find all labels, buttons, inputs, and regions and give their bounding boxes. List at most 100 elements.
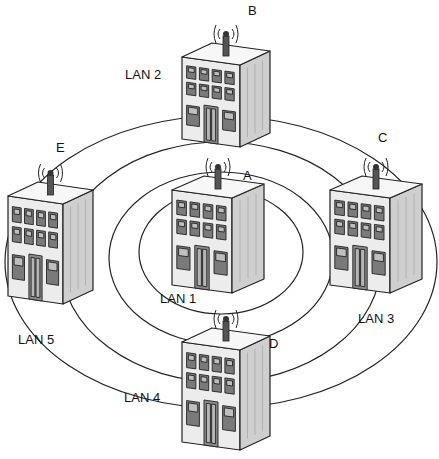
signal-arc	[61, 164, 63, 182]
building-front	[182, 342, 240, 450]
building-side	[240, 51, 270, 147]
window-pane	[14, 257, 23, 266]
side-detail	[85, 200, 86, 286]
lan-label: LAN 3	[358, 311, 394, 326]
window-pane	[214, 378, 220, 384]
side-detail	[406, 197, 407, 278]
door	[195, 245, 209, 290]
window	[212, 69, 221, 83]
side-detail	[78, 203, 79, 289]
building-group	[172, 158, 264, 293]
building-node: BLAN 2	[120, 0, 278, 150]
lan-label: LAN 1	[160, 291, 196, 306]
window-pane	[188, 355, 194, 361]
building-side	[63, 190, 93, 304]
antenna-tip	[48, 170, 54, 176]
window	[348, 202, 358, 218]
door-panel	[197, 249, 201, 287]
window	[374, 205, 384, 221]
building-icon	[154, 160, 278, 310]
signal-arc	[210, 162, 212, 172]
window	[187, 105, 200, 126]
building-group	[182, 25, 270, 147]
window-pane	[218, 227, 224, 233]
door-panel	[206, 108, 210, 141]
building-node: DLAN 4	[120, 306, 286, 456]
window-pane	[14, 209, 20, 215]
side-detail	[255, 349, 256, 435]
building-group	[8, 164, 93, 304]
window-pane	[188, 84, 194, 89]
window	[187, 373, 196, 389]
window-pane	[227, 360, 233, 366]
building-front	[8, 196, 63, 304]
window	[372, 251, 385, 276]
building-node: C LAN 3	[326, 126, 430, 332]
window-pane	[192, 204, 198, 210]
signal-arc	[43, 168, 45, 178]
signal-arc	[218, 314, 220, 324]
window	[12, 255, 24, 281]
window	[199, 84, 208, 98]
building-icon	[326, 126, 430, 332]
window-pane	[205, 206, 211, 212]
window-pane	[50, 234, 56, 240]
window-pane	[14, 229, 20, 235]
window-pane	[188, 375, 194, 381]
range-ring	[139, 190, 303, 314]
window	[190, 221, 200, 237]
window	[190, 202, 200, 218]
door-panel	[361, 249, 365, 287]
building-side	[232, 184, 264, 293]
window	[49, 212, 58, 228]
window-pane	[214, 71, 220, 76]
antenna-mast	[373, 169, 379, 189]
signal-arc	[236, 310, 238, 328]
antenna-tip	[373, 164, 379, 170]
window	[214, 251, 227, 276]
window	[199, 374, 208, 390]
window-pane	[188, 107, 197, 115]
window-pane	[214, 358, 220, 364]
lan-label: LAN 4	[124, 390, 160, 405]
window-pane	[224, 408, 233, 417]
window	[199, 68, 208, 82]
window	[335, 219, 345, 235]
site-letter: C	[378, 130, 387, 145]
side-detail	[70, 207, 71, 293]
building-front	[330, 190, 390, 293]
window	[187, 66, 196, 80]
door	[204, 400, 218, 447]
window	[37, 210, 46, 226]
signal-arc	[214, 310, 216, 328]
door	[353, 245, 367, 290]
signal-arc	[232, 29, 234, 39]
window-pane	[376, 227, 382, 233]
door-panel	[31, 257, 35, 297]
window	[203, 223, 213, 239]
side-detail	[255, 64, 256, 133]
door-panel	[203, 249, 207, 287]
signal-arc	[224, 162, 226, 172]
window-pane	[188, 68, 194, 73]
signal-arc	[214, 25, 216, 43]
signal-arc	[386, 158, 388, 176]
window	[216, 224, 226, 240]
window	[47, 260, 59, 286]
window	[361, 223, 371, 239]
signal-arc	[368, 162, 370, 172]
signal-arc	[228, 158, 230, 176]
window	[25, 228, 34, 244]
window-pane	[26, 211, 32, 217]
window	[203, 204, 213, 220]
window	[49, 232, 58, 248]
window	[177, 219, 187, 235]
side-detail	[262, 61, 263, 130]
signal-arc	[218, 29, 220, 39]
window	[212, 356, 221, 372]
window-pane	[376, 208, 382, 214]
side-detail	[414, 194, 415, 275]
window	[223, 406, 236, 432]
antenna-mast	[223, 36, 229, 56]
